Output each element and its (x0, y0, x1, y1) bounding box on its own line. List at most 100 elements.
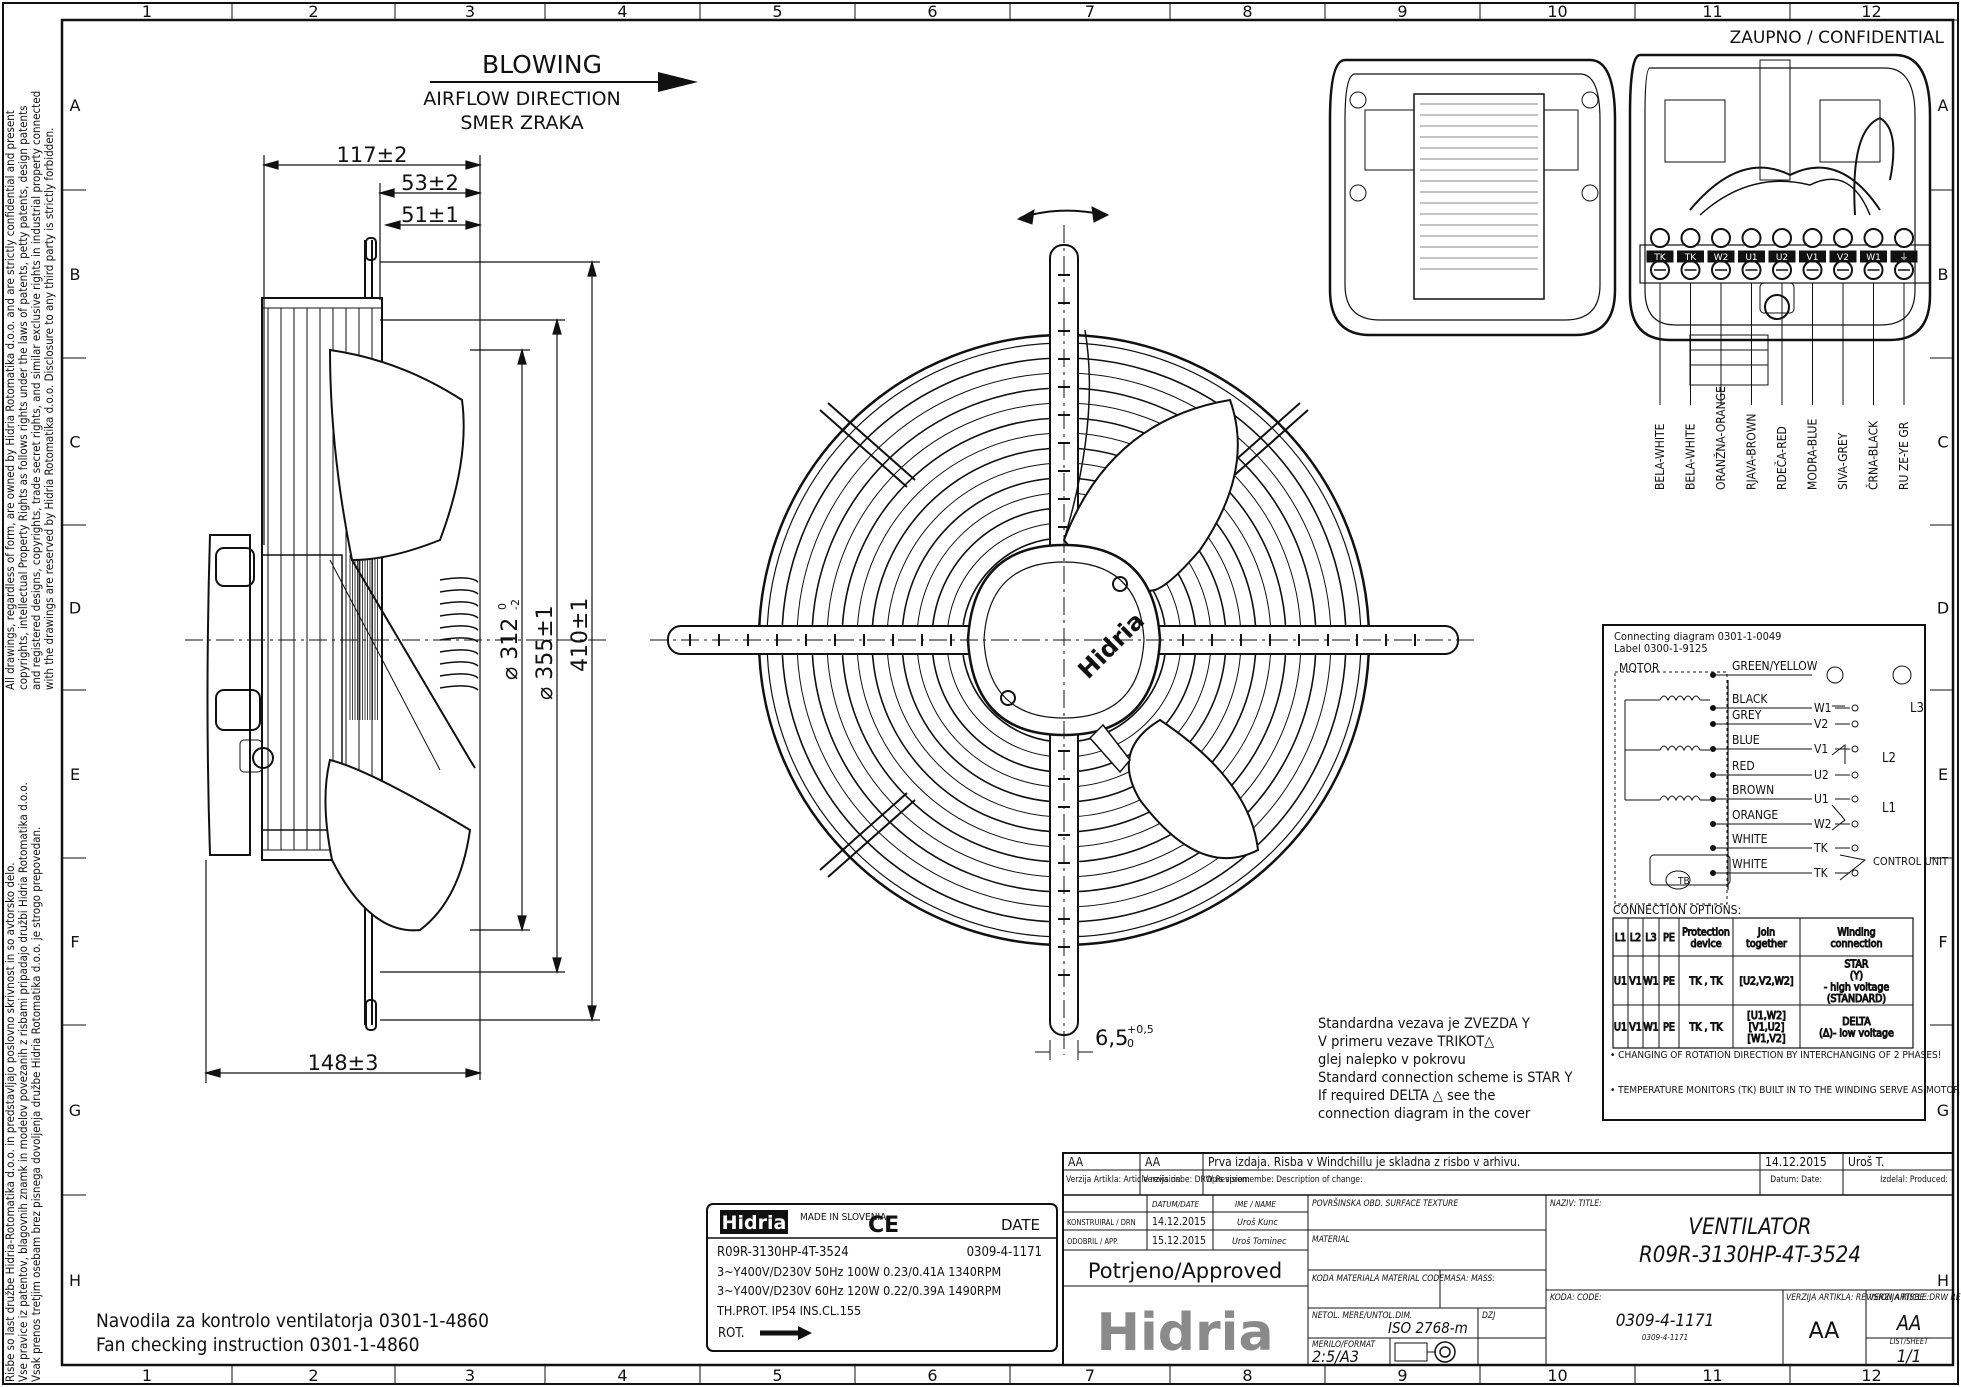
sheet-value: 1/1 (1897, 1347, 1922, 1367)
cd-wire-term: W2 (1814, 817, 1832, 831)
table-cell: PE (1663, 1022, 1675, 1034)
h-drw-rev: Verzija risbe: DRW Revision: (1143, 1175, 1250, 1185)
column-label-top: 5 (772, 2, 782, 21)
notice-en-3: and registered designs, copyrights, trad… (29, 91, 43, 690)
drawing-code: 0309-4-1171 (1616, 1311, 1715, 1331)
column-label-bottom: 1 (142, 1366, 152, 1385)
column-label-top: 10 (1547, 2, 1567, 21)
title-block-logo: Hidria (1096, 1303, 1273, 1363)
column-label-top: 2 (308, 2, 318, 21)
connection-note-line: Standardna vezava je ZVEZDA Y (1318, 1016, 1530, 1032)
terminal-box-open (1628, 53, 1932, 405)
rev-by: Uroš T. (1848, 1155, 1884, 1169)
table-cell: PE (1663, 976, 1675, 988)
table-cell: STAR (1845, 958, 1869, 970)
terminal-label: V1 (1807, 253, 1819, 263)
row-label-left: A (70, 96, 81, 115)
nameplate-line2: 3~Y400V/D230V 60Hz 120W 0.22/0.39A 1490R… (717, 1283, 1001, 1298)
row-label-right: G (1937, 1101, 1949, 1120)
column-label-bottom: 2 (308, 1366, 318, 1385)
table-cell: together (1746, 938, 1787, 950)
approved-stamp: Potrjeno/Approved (1088, 1259, 1282, 1283)
column-label-bottom: 7 (1085, 1366, 1095, 1385)
column-label-bottom: 11 (1702, 1366, 1722, 1385)
row-label-right: D (1937, 599, 1949, 618)
cd-wire-term: U2 (1814, 768, 1829, 782)
column-label-top: 8 (1242, 2, 1252, 21)
cd-note-2: • TEMPERATURE MONITORS (TK) BUILT IN TO … (1610, 1085, 1961, 1096)
connection-note: Standardna vezava je ZVEZDA YV primeru v… (1318, 1016, 1572, 1122)
cd-wire-term: TK (1813, 841, 1829, 855)
row-label-right: C (1937, 433, 1948, 452)
dim-65-tol-top: +0,5 (1127, 1023, 1154, 1036)
fan-front-view (650, 206, 1478, 1060)
cd-options-title: CONNECTION OPTIONS: (1613, 903, 1741, 917)
row-label-left: D (69, 599, 81, 618)
cd-wire-color: WHITE (1732, 832, 1768, 846)
odobril-date: 15.12.2015 (1152, 1235, 1206, 1247)
row-label-right: H (1937, 1271, 1949, 1290)
wire-color-label: RU ZE-YE GR (1897, 421, 1911, 490)
nameplate-date: DATE (1001, 1216, 1040, 1234)
table-cell: Join (1757, 926, 1775, 938)
dim-312-tol-bot: -2 (509, 599, 522, 610)
terminal-box-cover (1328, 58, 1617, 337)
konstruiral-name: Uroš Kunc (1237, 1217, 1278, 1228)
table-cell: [U2,V2,W2] (1739, 976, 1793, 988)
connection-note-line: connection diagram in the cover (1318, 1106, 1531, 1122)
table-cell: TK , TK (1689, 1022, 1724, 1034)
mat-code-label: KODA MATERIALA MATERIAL CODE (1312, 1274, 1444, 1284)
cd-wire-color: GREY (1732, 708, 1762, 722)
iso-tolerance: ISO 2768-m (1388, 1319, 1468, 1337)
cd-wire-color: WHITE (1732, 857, 1768, 871)
konstruiral-label: KONSTRUIRAL / DRN (1067, 1218, 1136, 1227)
cd-wire-color: BROWN (1732, 783, 1774, 797)
table-cell: U1 (1614, 976, 1627, 988)
dim-51: 51±1 (401, 203, 459, 227)
instructions-sl: Navodila za kontrolo ventilatorja 0301-1… (96, 1310, 489, 1332)
cd-l1: L1 (1882, 801, 1896, 816)
table-cell: Winding (1837, 926, 1875, 938)
dim-65-group: 6,5 +0,5 0 (1095, 1023, 1154, 1050)
notice-sl-2: Vse pravice iz patentov, blagovnih znamk… (16, 782, 30, 1382)
wire-color-label: BELA-WHITE (1653, 423, 1667, 490)
side-notice-en: All drawings, regardless of form, are ow… (3, 91, 56, 690)
table-cell: (STANDARD) (1827, 993, 1886, 1005)
rotation-direction-icon (798, 1326, 812, 1340)
cd-note-1: • CHANGING OF ROTATION DIRECTION BY INTE… (1610, 1050, 1941, 1061)
airflow-line2: SMER ZRAKA (460, 112, 583, 134)
table-cell: (Y) (1850, 970, 1863, 982)
nameplate-code: 0309-4-1171 (967, 1245, 1042, 1260)
airflow-arrow-icon (658, 72, 698, 92)
h-desc: Opis spremembe: Description of change: (1206, 1175, 1363, 1185)
dzj-label: DZJ (1482, 1311, 1496, 1321)
row-label-right: B (1938, 265, 1949, 284)
column-label-top: 7 (1085, 2, 1095, 21)
cd-tb: TB (1677, 876, 1690, 887)
terminal-label: U1 (1745, 253, 1757, 263)
column-label-top: 4 (617, 2, 627, 21)
terminal-label: TK (1653, 253, 1666, 263)
connection-note-line: Standard connection scheme is STAR Y (1318, 1070, 1572, 1086)
wire-color-label: SIVA-GREY (1836, 432, 1850, 490)
cd-wire-term: V1 (1814, 742, 1828, 756)
konstruiral-date: 14.12.2015 (1152, 1216, 1206, 1228)
ce-mark: CE (868, 1213, 899, 1238)
surface-label: POVRŠINSKA OBD. SURFACE TEXTURE (1312, 1197, 1458, 1209)
koda-label: KODA: CODE: (1550, 1293, 1602, 1303)
cd-wire-color: ORANGE (1732, 808, 1778, 822)
h-article-rev: Verzija Artikla: Article revision: (1066, 1175, 1183, 1185)
art-rev-value: AA (1809, 1319, 1840, 1344)
table-cell: DELTA (1842, 1016, 1871, 1028)
drawing-title-2: R09R-3130HP-4T-3524 (1639, 1243, 1861, 1268)
wire-color-label: MODRA-BLUE (1806, 419, 1820, 490)
cd-l3: L3 (1910, 701, 1924, 716)
cd-wire-color: BLACK (1732, 692, 1768, 706)
dim-312-tol-top: 0 (496, 603, 509, 610)
